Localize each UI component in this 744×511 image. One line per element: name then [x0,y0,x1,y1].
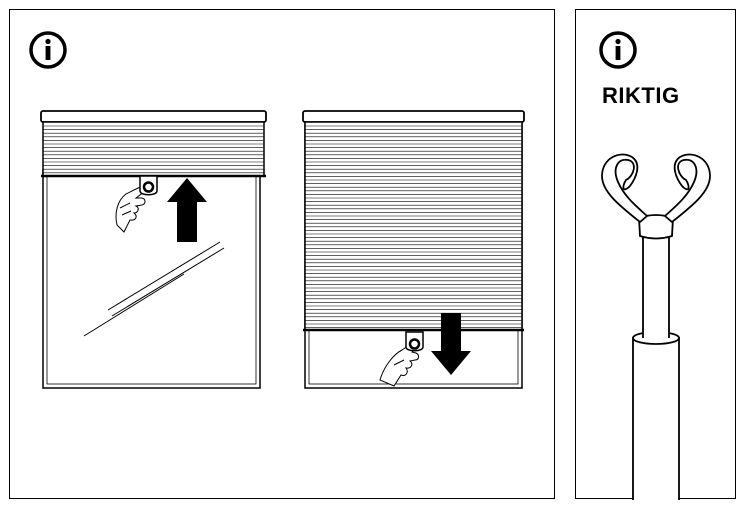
up-arrow-icon [167,178,207,242]
hook-pole-illustration [601,153,711,500]
hand-grip-lowered [379,340,420,387]
info-circle-icon [29,31,67,69]
hand-grip-raised [115,186,146,233]
left-instruction-panel [9,9,555,499]
right-instruction-panel: RIKTIG [575,9,736,500]
window-frame-raised [42,169,261,389]
info-circle-icon [599,31,637,69]
blind-illustrations [40,110,525,389]
handle-knob-raised [139,175,158,196]
correct-label: RIKTIG [602,83,680,108]
handle-knob-lowered [405,331,424,352]
pleated-blind-lowered [302,110,525,332]
pleated-blind-raised [40,110,267,178]
hook-pole [601,153,711,500]
glass-reflection [83,241,225,337]
down-arrow-icon [431,313,471,375]
